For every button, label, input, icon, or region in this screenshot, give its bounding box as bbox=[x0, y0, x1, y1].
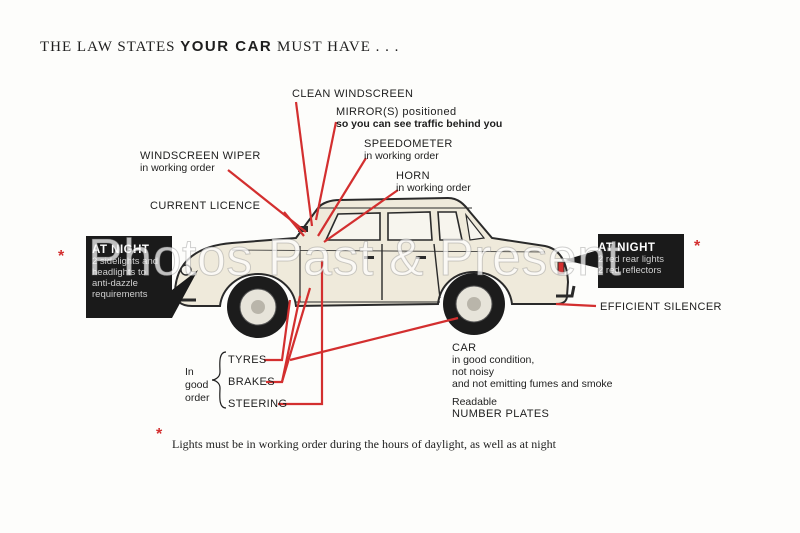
leader-horn bbox=[323, 189, 399, 243]
label-speedometer-sub: in working order bbox=[364, 150, 439, 162]
front-panel-line-2: headlights to bbox=[92, 267, 146, 278]
leader-speedometer bbox=[317, 157, 367, 237]
front-panel-line-4: requirements bbox=[92, 289, 148, 300]
label-speedometer-title: SPEEDOMETER bbox=[364, 138, 453, 150]
asterisk-rear: * bbox=[694, 238, 701, 255]
rear-night-panel: AT NIGHT 2 red rear lights 2 red reflect… bbox=[598, 242, 682, 276]
front-wheel bbox=[227, 276, 289, 338]
label-steering: STEERING bbox=[228, 398, 288, 410]
title-bold: YOUR CAR bbox=[180, 38, 273, 55]
footnote: Lights must be in working order during t… bbox=[172, 437, 556, 451]
title-suffix: MUST HAVE . . . bbox=[272, 39, 400, 55]
label-horn-sub: in working order bbox=[396, 182, 471, 194]
label-wiper: WINDSCREEN WIPER in working order bbox=[140, 150, 261, 174]
leader-clean-windscreen bbox=[294, 101, 314, 227]
label-tyres: TYRES bbox=[228, 354, 267, 366]
label-car-title: CAR bbox=[452, 342, 477, 354]
front-panel-line-3: anti-dazzle bbox=[92, 278, 138, 289]
label-car: CAR in good condition, not noisy and not… bbox=[452, 342, 613, 420]
label-brakes: BRAKES bbox=[228, 376, 276, 388]
asterisk-front: * bbox=[58, 248, 65, 265]
leader-silencer bbox=[555, 302, 597, 308]
title-prefix: THE LAW STATES bbox=[40, 39, 181, 55]
label-wiper-sub: in working order bbox=[140, 162, 215, 174]
label-horn: HORN in working order bbox=[396, 170, 471, 194]
in-good-order-line-3: order bbox=[185, 392, 210, 404]
rear-night-panel-shape bbox=[565, 234, 684, 288]
leader-brakes-2 bbox=[280, 287, 312, 383]
label-speedometer: SPEEDOMETER in working order bbox=[364, 138, 453, 162]
label-readable: Readable bbox=[452, 396, 497, 408]
rear-panel-line-2: 2 red reflectors bbox=[598, 265, 662, 276]
front-night-panel: AT NIGHT 2 sidelights and headlights to … bbox=[92, 244, 172, 300]
rear-panel-heading: AT NIGHT bbox=[598, 242, 656, 254]
car-illustration bbox=[168, 196, 576, 338]
leader-mirrors bbox=[314, 121, 338, 221]
label-silencer: EFFICIENT SILENCER bbox=[600, 301, 722, 313]
label-car-line-3: and not emitting fumes and smoke bbox=[452, 378, 613, 390]
in-good-order-line-1: In bbox=[185, 366, 194, 378]
asterisk-footnote: * bbox=[156, 426, 163, 443]
watermark: Photos Past & Present bbox=[88, 229, 622, 288]
in-good-order-line-2: good bbox=[185, 379, 209, 391]
label-car-line-2: not noisy bbox=[452, 366, 495, 378]
leader-licence bbox=[283, 211, 305, 237]
front-panel-line-1: 2 sidelights and bbox=[92, 256, 159, 267]
label-number-plates: NUMBER PLATES bbox=[452, 408, 550, 420]
label-licence: CURRENT LICENCE bbox=[150, 200, 261, 212]
in-good-order: In good order bbox=[185, 366, 210, 405]
front-night-panel-shape bbox=[86, 236, 198, 318]
label-car-line-1: in good condition, bbox=[452, 354, 535, 366]
label-mirrors: MIRROR(S) positioned so you can see traf… bbox=[336, 106, 502, 130]
rear-wheel bbox=[443, 273, 505, 335]
leader-tyres bbox=[264, 299, 292, 362]
rear-panel-line-1: 2 red rear lights bbox=[598, 254, 665, 265]
leader-car bbox=[289, 316, 459, 362]
leader-lines bbox=[227, 101, 597, 406]
leader-steering bbox=[278, 260, 324, 406]
label-horn-title: HORN bbox=[396, 170, 430, 182]
label-wiper-title: WINDSCREEN WIPER bbox=[140, 150, 261, 162]
label-mirrors-sub: so you can see traffic behind you bbox=[336, 118, 503, 130]
page-title: THE LAW STATES YOUR CAR MUST HAVE . . . bbox=[40, 38, 399, 56]
label-mirrors-title: MIRROR(S) positioned bbox=[336, 106, 457, 118]
label-clean-windscreen: CLEAN WINDSCREEN bbox=[292, 88, 414, 100]
front-panel-heading: AT NIGHT bbox=[92, 244, 150, 256]
